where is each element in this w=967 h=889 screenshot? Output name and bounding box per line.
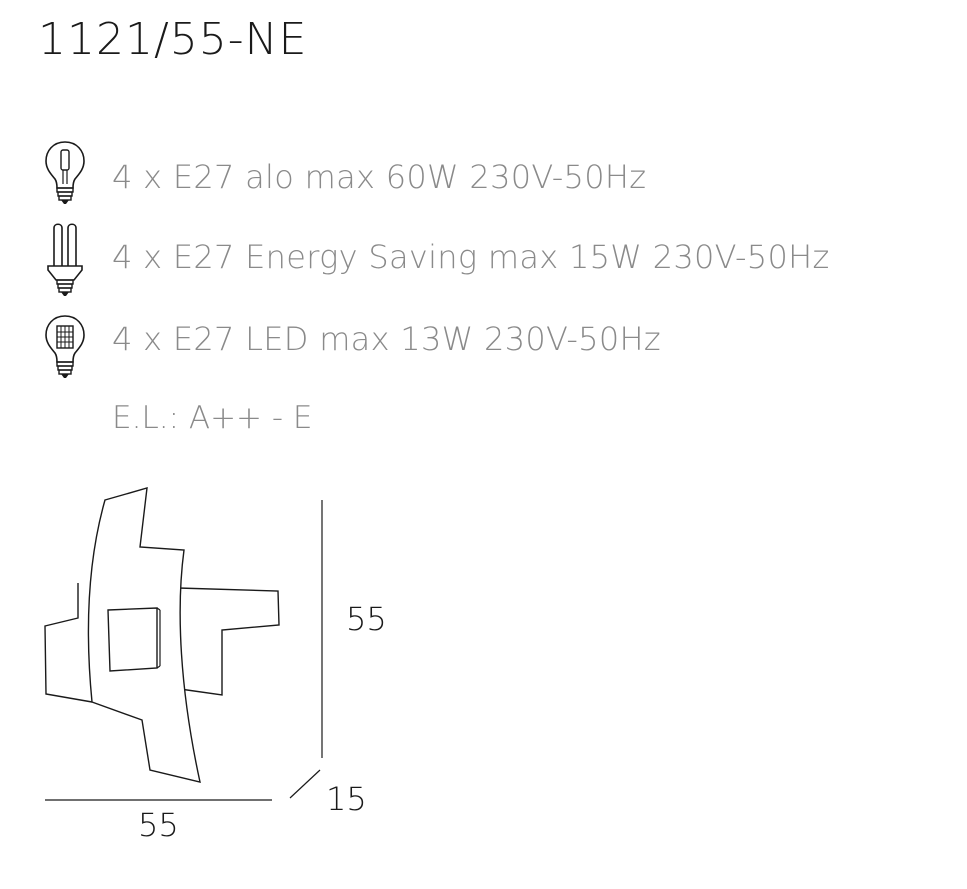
spec-text-energy-saving: 4 x E27 Energy Saving max 15W 230V-50Hz: [112, 238, 830, 276]
drawing-right-arm: [177, 587, 280, 696]
energy-label: E.L.: A++ - E: [112, 400, 313, 436]
halogen-bulb-icon: [45, 141, 85, 204]
drawing-left-arm: [44, 583, 93, 703]
energy-saving-bulb-icon: [47, 223, 83, 296]
spec-row-led: 4 x E27 LED max 13W 230V-50Hz: [0, 308, 967, 378]
drawing-central-panel: [87, 487, 201, 783]
width-dimension-label: 55: [138, 806, 179, 844]
depth-dimension-label: 15: [326, 780, 367, 818]
product-technical-drawing: [44, 487, 323, 801]
spec-text-halogen: 4 x E27 alo max 60W 230V-50Hz: [112, 158, 647, 196]
height-dimension-label: 55: [346, 600, 387, 638]
product-code-title: 1121/55-NE: [38, 14, 308, 65]
led-bulb-icon: [45, 315, 85, 378]
spec-text-led: 4 x E27 LED max 13W 230V-50Hz: [112, 320, 661, 358]
spec-row-energy-saving: 4 x E27 Energy Saving max 15W 230V-50Hz: [0, 218, 967, 296]
depth-dimension-line: [289, 769, 321, 799]
spec-row-halogen: 4 x E27 alo max 60W 230V-50Hz: [0, 138, 967, 208]
